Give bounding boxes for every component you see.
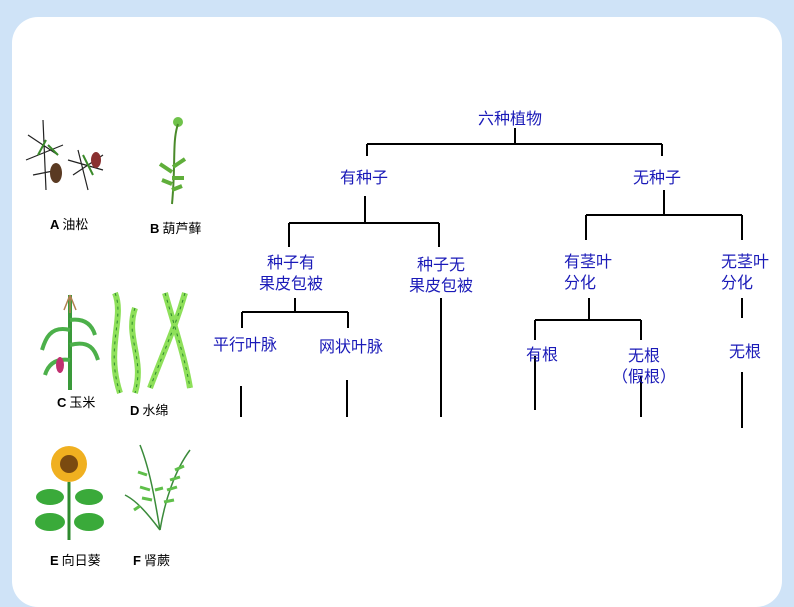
plant-name: 水绵 <box>142 404 169 419</box>
tree-root: 六种植物 <box>477 109 543 128</box>
pine-illustration <box>25 119 104 191</box>
node-stem-leaf: 有茎叶分化 <box>564 251 612 293</box>
plant-letter: F <box>133 553 141 568</box>
node-netted-veins: 网状叶脉 <box>318 337 384 356</box>
node-text: （假根） <box>611 367 677 386</box>
node-no-root-algae: 无根 <box>728 342 762 361</box>
node-text: 有茎叶 <box>563 252 613 271</box>
moss-illustration <box>158 117 187 205</box>
node-angiosperm: 种子有果皮包被 <box>259 252 323 294</box>
node-parallel-veins: 平行叶脉 <box>212 335 278 354</box>
node-has-root: 有根 <box>525 345 559 364</box>
plant-name: 玉米 <box>69 396 96 411</box>
node-text: 分化 <box>563 273 597 292</box>
spirogyra-illustration <box>111 291 193 394</box>
fern-illustration <box>124 444 191 531</box>
node-text: 果皮包被 <box>408 276 474 295</box>
node-no-seed: 无种子 <box>632 168 682 187</box>
node-seed: 有种子 <box>339 168 389 187</box>
plant-name: 肾蕨 <box>143 554 170 569</box>
node-text: 无茎叶 <box>720 252 770 271</box>
plant-name: 向日葵 <box>61 554 101 569</box>
node-text: 无根 <box>627 346 661 365</box>
node-no-stem-leaf: 无茎叶分化 <box>721 251 769 293</box>
node-gymnosperm: 种子无果皮包被 <box>409 254 473 296</box>
plant-name: 油松 <box>62 218 89 233</box>
plant-letter: A <box>50 217 60 232</box>
slide-panel <box>12 17 782 607</box>
plant-letter: D <box>130 403 140 418</box>
node-text: 种子无 <box>416 255 466 274</box>
node-text: 种子有 <box>266 253 316 272</box>
sunflower-illustration <box>35 446 104 540</box>
corn-illustration <box>40 294 100 390</box>
plant-letter: C <box>57 395 67 410</box>
plant-letter: B <box>150 221 160 236</box>
node-text: 果皮包被 <box>258 274 324 293</box>
plant-letter: E <box>50 553 59 568</box>
plant-name: 葫芦藓 <box>162 222 202 237</box>
node-no-root: 无根 （假根） <box>612 345 676 387</box>
node-text: 分化 <box>720 273 754 292</box>
